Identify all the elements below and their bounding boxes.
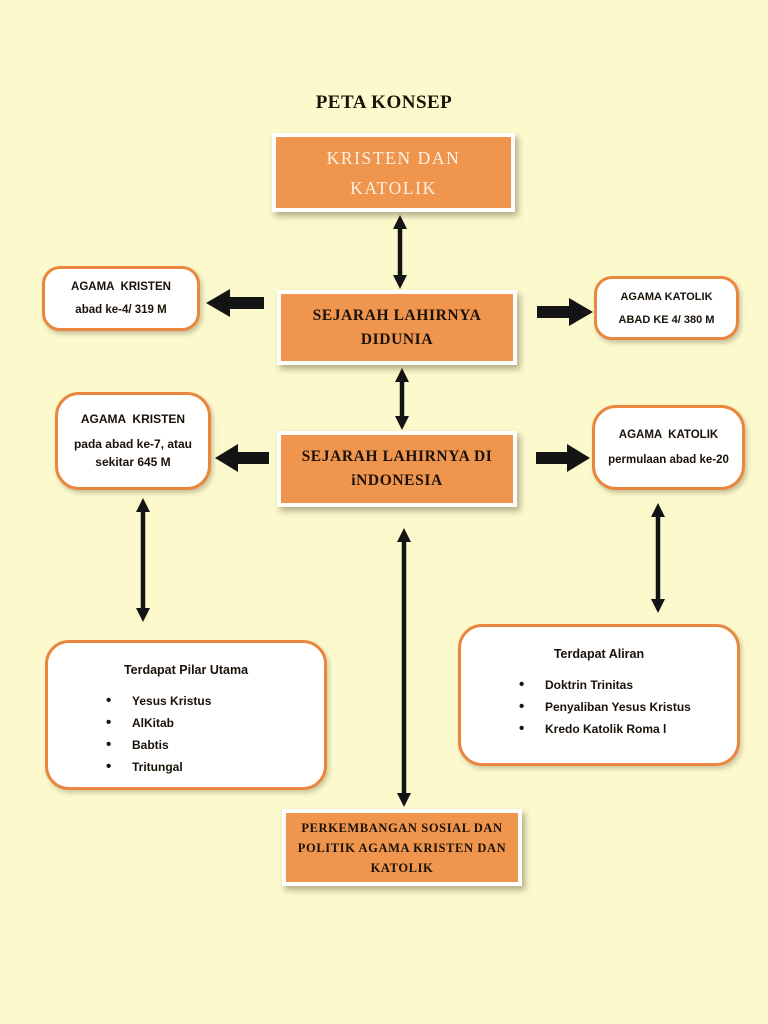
double-arrow-vertical-root-world [393, 215, 407, 289]
node-label-line: SEJARAH LAHIRNYA DI [301, 448, 493, 465]
block-arrow-right-indonesia-katolik [536, 444, 590, 472]
node-detail: pada abad ke-7, atau sekitar 645 M [74, 435, 192, 471]
list-item: Kredo Katolik Roma l [519, 718, 737, 740]
node-title: AGAMA KRISTEN [71, 281, 171, 293]
double-arrow-vertical-kristen-pilar [136, 498, 150, 622]
node-label-line: KATOLIK [350, 177, 437, 198]
double-arrow-vertical-indonesia-perkembangan [397, 528, 411, 807]
node-title: AGAMA KATOLIK [618, 429, 719, 441]
list-item: Doktrin Trinitas [519, 674, 737, 696]
node-sejarah-lahirnya-didunia: SEJARAH LAHIRNYA DIDUNIA [277, 290, 517, 365]
node-detail: abad ke-4/ 319 M [75, 304, 167, 316]
node-detail: permulaan abad ke-20 [608, 454, 729, 466]
block-arrow-left-indonesia-kristen [215, 444, 269, 472]
list-item: Babtis [106, 734, 324, 756]
node-agama-katolik-indonesia: AGAMA KATOLIK permulaan abad ke-20 [592, 405, 745, 490]
node-label-line: iNDONESIA [351, 472, 443, 489]
node-kristen-dan-katolik: KRISTEN DAN KATOLIK [272, 133, 515, 212]
pilar-list: Yesus KristusAlKitabBabtisTritungal [48, 690, 324, 778]
node-perkembangan-sosial-politik: PERKEMBANGAN SOSIAL DAN POLITIK AGAMA KR… [282, 809, 522, 886]
node-detail-line: pada abad ke-7, atau [73, 436, 193, 451]
block-arrow-right-world-katolik [537, 298, 593, 326]
node-detail-line: sekitar 645 M [95, 454, 171, 469]
double-arrow-vertical-katolik-aliran [651, 503, 665, 613]
list-item: Tritungal [106, 756, 324, 778]
aliran-list: Doktrin TrinitasPenyaliban Yesus Kristus… [461, 674, 737, 740]
list-item: AlKitab [106, 712, 324, 734]
list-item: Yesus Kristus [106, 690, 324, 712]
node-terdapat-aliran: Terdapat Aliran Doktrin TrinitasPenyalib… [458, 624, 740, 766]
double-arrow-vertical-world-indonesia [395, 368, 409, 430]
list-title: Terdapat Pilar Utama [123, 663, 249, 677]
node-terdapat-pilar-utama: Terdapat Pilar Utama Yesus KristusAlKita… [45, 640, 327, 790]
node-agama-katolik-dunia: AGAMA KATOLIK ABAD KE 4/ 380 M [594, 276, 739, 340]
node-label-line: DIDUNIA [360, 330, 434, 348]
node-detail: ABAD KE 4/ 380 M [618, 313, 715, 326]
node-title: AGAMA KATOLIK [620, 290, 713, 303]
node-label-line: KRISTEN DAN [326, 147, 461, 168]
node-label-line: SEJARAH LAHIRNYA [312, 306, 482, 324]
node-agama-kristen-dunia: AGAMA KRISTEN abad ke-4/ 319 M [42, 266, 200, 331]
block-arrow-left-world-kristen [206, 289, 264, 317]
list-item: Penyaliban Yesus Kristus [519, 696, 737, 718]
node-sejarah-lahirnya-di-indonesia: SEJARAH LAHIRNYA DI iNDONESIA [277, 431, 517, 507]
page-title: PETA KONSEP [315, 92, 453, 113]
node-label: PERKEMBANGAN SOSIAL DAN POLITIK AGAMA KR… [297, 820, 507, 875]
node-agama-kristen-indonesia: AGAMA KRISTEN pada abad ke-7, atau sekit… [55, 392, 211, 490]
list-title: Terdapat Aliran [553, 647, 645, 661]
node-title: AGAMA KRISTEN [80, 411, 186, 426]
